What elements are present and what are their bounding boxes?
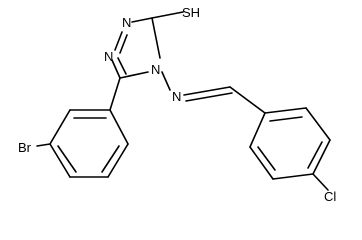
- ring2-bond-6: [249, 112, 266, 148]
- bond-c5-n1-double: [117, 57, 127, 75]
- ring1-bond-1: [109, 109, 129, 145]
- ring1-bond-5: [49, 109, 71, 145]
- ring2-double-3: [257, 146, 276, 171]
- bromophenyl-ring: [49, 109, 129, 178]
- atom-label-n2: N: [122, 15, 131, 30]
- ring2-bond-1: [264, 107, 307, 114]
- ring2-bond-4: [272, 173, 314, 180]
- bond-n-ch-double: [185, 92, 233, 102]
- bond-c3-sh: [151, 11, 184, 19]
- ring2-double-2: [307, 141, 323, 169]
- bond-c3-n4: [151, 17, 161, 59]
- atom-label-n4: N: [151, 62, 160, 77]
- bond-ch-ring: [229, 86, 266, 114]
- bond-ring-cl: [312, 173, 329, 191]
- bond-c5-ring: [109, 77, 121, 111]
- atom-label-br: Br: [18, 140, 32, 155]
- bond-n2-c3: [131, 17, 153, 23]
- triazole-ring: [111, 17, 161, 79]
- bond-n-ch: [183, 86, 231, 96]
- bond-c5-n1: [111, 59, 121, 79]
- molecule-structure: SH N N N N Br Cl: [18, 5, 336, 204]
- ring2-bond-2: [305, 107, 331, 141]
- atom-label-n-imine: N: [172, 89, 181, 104]
- bond-n4-c5: [119, 71, 149, 79]
- atom-label-sh: SH: [182, 5, 200, 20]
- ring2-bond-5: [249, 146, 274, 180]
- chlorophenyl-ring: [249, 107, 331, 180]
- bond-n4-n: [161, 71, 171, 91]
- ring1-bond-2: [107, 143, 129, 178]
- bond-n1-n2-double: [119, 34, 128, 54]
- atom-label-n1: N: [104, 49, 113, 64]
- bond-n1-n2: [114, 31, 123, 51]
- imine-linker: [161, 71, 266, 114]
- ring1-double-2: [101, 145, 120, 173]
- atom-label-cl: Cl: [324, 189, 336, 204]
- ring1-bond-4: [49, 143, 71, 178]
- structure-canvas: SH N N N N Br Cl: [18, 5, 336, 204]
- ring2-double-1: [269, 116, 303, 122]
- bond-ring-br: [36, 143, 51, 147]
- ring1-double-3: [57, 145, 77, 173]
- ring2-bond-3: [312, 139, 331, 175]
